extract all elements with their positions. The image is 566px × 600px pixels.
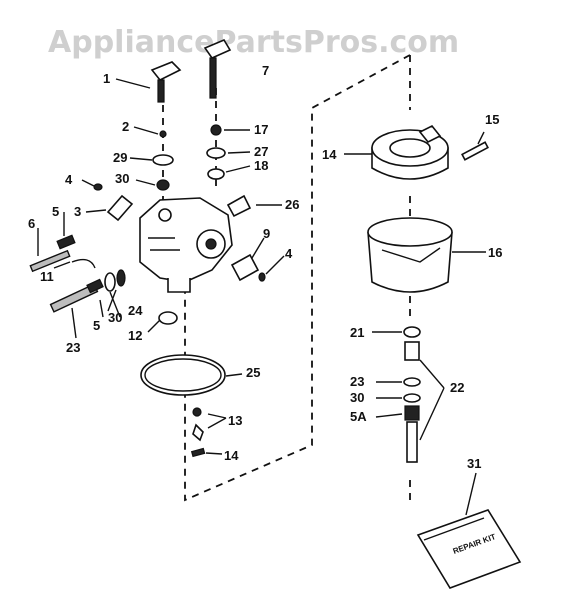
part-31-repair-kit: REPAIR KIT: [416, 509, 522, 589]
part-4-screw-right: [258, 272, 266, 282]
callout-13: 30: [108, 310, 122, 325]
callout-10: 11: [40, 269, 54, 284]
callout-15: 12: [128, 328, 142, 343]
callout-leaders: [37, 78, 486, 516]
part-29-spring: [156, 179, 170, 191]
throttle-dashed-axis: [162, 88, 217, 205]
callout-30: 30: [350, 390, 364, 405]
part-21-washer: [403, 326, 421, 338]
part-11-plug: [158, 311, 178, 325]
part-27-washer-left: [152, 154, 174, 166]
part-16-fuel-bowl: [367, 217, 453, 293]
callout-22: 26: [285, 197, 299, 212]
callout-33: 31: [467, 456, 481, 471]
part-12-ball: [192, 407, 202, 417]
callout-8: 5: [52, 204, 59, 219]
callout-2: 7: [262, 63, 269, 78]
callout-19: 17: [254, 122, 268, 137]
callout-21: 18: [254, 158, 268, 173]
callout-5: 30: [115, 171, 129, 186]
callout-31: 5A: [350, 409, 367, 424]
part-2-screw: [159, 130, 167, 138]
callout-16: 25: [246, 365, 260, 380]
callout-14: 23: [66, 340, 80, 355]
part-13-screw: [190, 447, 206, 458]
callout-17: 13: [228, 413, 242, 428]
part-6-idle-screw: [29, 249, 71, 273]
part-5-spring-upper: [56, 234, 76, 250]
part-22-nozzle-body: [406, 421, 418, 463]
callout-28: 21: [350, 325, 364, 340]
part-25-bowl-gasket: [140, 354, 226, 396]
callout-23: 9: [263, 226, 270, 241]
callout-4: 29: [113, 150, 127, 165]
part-3-throttle-plate: [106, 194, 134, 222]
part-15-float-pin: [461, 141, 489, 161]
part-18-seal: [207, 168, 225, 180]
part-10-linkage: [71, 258, 96, 269]
callout-9: 6: [28, 216, 35, 231]
callout-20: 27: [254, 144, 268, 159]
callout-18: 14: [224, 448, 239, 463]
callout-7: 3: [74, 204, 81, 219]
callout-32: 22: [450, 380, 464, 395]
part-17-spring: [210, 124, 222, 136]
part-23-o-ring: [116, 269, 126, 287]
part-14-float: [371, 124, 449, 180]
part-30-washer-right: [403, 393, 421, 403]
part-4-screw-left: [93, 183, 103, 191]
part-27-washer-right: [206, 147, 226, 159]
callout-27: 16: [488, 245, 502, 260]
part-12-pin: [192, 423, 204, 442]
callout-6: 4: [65, 172, 73, 187]
callout-numbers: 1 7 2 29 30 4 3 5 6 11 24 5 30 23 12 25 …: [28, 63, 502, 471]
callout-24: 4: [285, 246, 293, 261]
callout-29: 23: [350, 374, 364, 389]
callout-11: 24: [128, 303, 143, 318]
part-22-nozzle-top: [404, 341, 420, 361]
part-5-spring-lower: [86, 278, 104, 294]
part-carburetor-body: [139, 197, 233, 293]
part-choke-shaft: [203, 38, 232, 99]
callout-12: 5: [93, 318, 100, 333]
assembly-dashed-outline-left: [184, 54, 411, 502]
part-9-choke-plate: [230, 253, 260, 282]
part-throttle-shaft: [150, 61, 182, 103]
part-5a-spring: [404, 405, 420, 421]
callout-1: 1: [103, 71, 110, 86]
part-30-washer: [104, 272, 116, 292]
callout-25: 14: [322, 147, 337, 162]
part-23-o-ring-right: [403, 377, 421, 387]
part-26-fitting: [226, 194, 252, 218]
callout-26: 15: [485, 112, 499, 127]
watermark: AppliancePartsPros.com: [48, 25, 459, 60]
callout-3: 2: [122, 119, 129, 134]
